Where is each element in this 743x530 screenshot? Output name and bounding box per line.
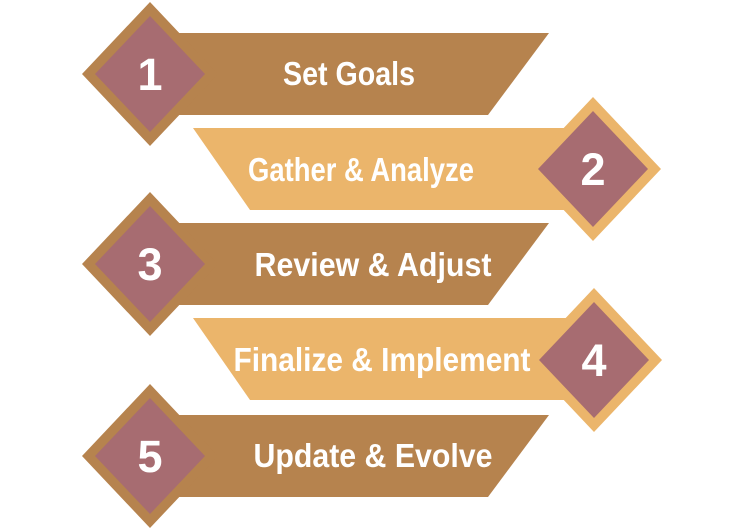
step-3-label: Review & Adjust	[255, 246, 492, 283]
step-4: 4 Finalize & Implement	[193, 288, 662, 432]
step-5: 5 Update & Evolve	[82, 384, 549, 528]
step-5-number: 5	[137, 431, 162, 482]
step-5-label: Update & Evolve	[254, 437, 493, 474]
step-2-banner	[193, 128, 593, 210]
step-1-banner	[150, 33, 549, 115]
step-3-number: 3	[137, 239, 162, 290]
step-1-label: Set Goals	[283, 55, 415, 92]
step-5-banner	[150, 415, 549, 497]
step-5-diamond-fill	[95, 398, 205, 514]
step-4-banner	[193, 318, 594, 400]
step-2: 2 Gather & Analyze	[193, 97, 661, 241]
step-3: 3 Review & Adjust	[82, 192, 549, 336]
step-4-diamond-fill	[539, 302, 649, 418]
step-3-diamond-fill	[95, 206, 205, 322]
step-4-label: Finalize & Implement	[234, 341, 531, 378]
step-2-diamond-fill	[538, 111, 648, 227]
step-2-label: Gather & Analyze	[248, 151, 474, 188]
step-1-number: 1	[137, 49, 162, 100]
step-2-number: 2	[580, 144, 605, 195]
step-4-number: 4	[581, 335, 606, 386]
step-1-diamond-fill	[95, 16, 205, 132]
step-1: 1 Set Goals	[82, 2, 549, 146]
step-3-banner	[150, 223, 549, 305]
